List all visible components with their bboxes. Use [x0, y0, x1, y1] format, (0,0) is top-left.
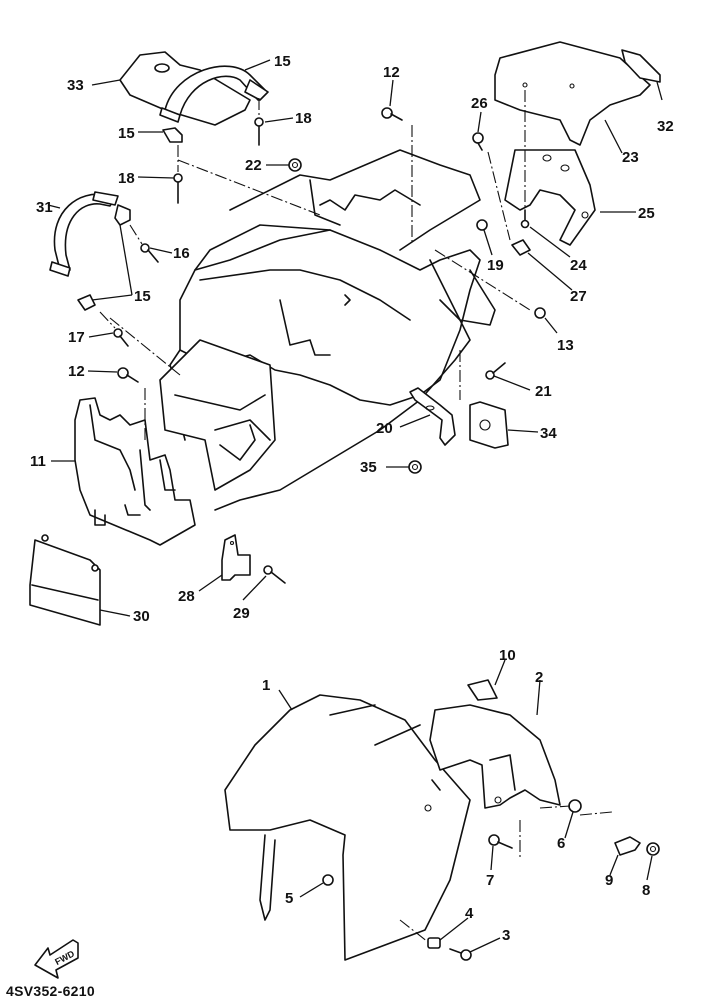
callout-15: 16: [173, 245, 190, 262]
part-26-bolt: [472, 132, 484, 151]
part-14-clips: [77, 204, 131, 311]
callout-labels: 33 15 18 15 18 22 12 31 16 15 17 12 11 3…: [30, 53, 674, 944]
callout-22: 22: [245, 157, 262, 174]
fwd-arrow-icon: FWD: [34, 939, 79, 979]
callout-20: 20: [376, 420, 393, 437]
part-12-bolt-a: [381, 107, 403, 121]
callout-5: 5: [285, 890, 293, 907]
part-24-screw: [520, 209, 530, 229]
part-22-nut: [288, 158, 302, 172]
part-9-clip: [614, 836, 641, 856]
part-16-clip: [162, 127, 183, 143]
callout-17: 15: [274, 53, 291, 70]
callout-4: 4: [465, 905, 474, 922]
part-12-bolt-b: [117, 367, 139, 383]
rear-fender: [169, 149, 496, 511]
part-20-bracket: [409, 387, 456, 446]
drawing-code: 4SV352-6210: [6, 983, 95, 999]
part-4-collar: [427, 937, 441, 949]
callout-12: 12: [68, 363, 85, 380]
part-17-strap: [159, 65, 269, 123]
callout-19: 19: [487, 257, 504, 274]
part-10-tab: [467, 679, 498, 701]
part-6-collar: [568, 799, 582, 813]
part-5-grommet: [322, 874, 334, 886]
part-32-tab: [621, 49, 661, 83]
part-2-inner-fender: [429, 704, 561, 809]
part-15-rivet-a: [140, 243, 159, 263]
callout-31: 31: [36, 199, 53, 216]
callout-26: 26: [471, 95, 488, 112]
callout-leaders: [47, 59, 663, 953]
callout-1: 1: [262, 677, 270, 694]
part-27-clip: [511, 239, 531, 256]
callout-34: 34: [540, 425, 557, 442]
callout-27: 27: [570, 288, 587, 305]
callout-3: 3: [502, 927, 510, 944]
part-18-rivet-a: [254, 117, 264, 146]
part-15-rivet-b: [113, 328, 129, 347]
callout-10: 10: [499, 647, 516, 664]
part-21-rivet: [485, 362, 506, 380]
callout-18: 18: [118, 170, 135, 187]
callout-11: 11: [30, 453, 46, 470]
callout-8: 8: [642, 882, 650, 899]
part-11-bracket-box: [74, 397, 196, 546]
callout-14: 15: [134, 288, 151, 305]
callout-16: 15: [118, 125, 135, 142]
callout-33: 33: [67, 77, 84, 94]
part-34-damper: [469, 401, 509, 449]
callout-25: 25: [638, 205, 655, 222]
part-19-grommet: [476, 219, 488, 231]
part-31-strap: [49, 191, 119, 277]
callout-12: 12: [383, 64, 400, 81]
callout-21: 21: [535, 383, 552, 400]
part-29-screw: [263, 565, 286, 584]
part-30-plate: [29, 534, 101, 626]
callout-15: 17: [68, 329, 85, 346]
callout-30: 30: [133, 608, 150, 625]
callout-23: 23: [622, 149, 639, 166]
part-18-rivet-b: [173, 173, 183, 204]
part-8-nut: [646, 842, 660, 856]
part-23-cover: [494, 41, 651, 146]
callout-35: 35: [360, 459, 377, 476]
part-13-nut: [534, 307, 546, 319]
callout-7: 7: [486, 872, 494, 889]
callout-24: 24: [570, 257, 587, 274]
callout-2: 2: [535, 669, 543, 686]
callout-13: 13: [557, 337, 574, 354]
battery-box: [159, 339, 276, 491]
part-25-bracket: [504, 149, 596, 246]
callout-9: 9: [605, 872, 613, 889]
part-35-nut: [408, 460, 422, 474]
part-28-bracket: [221, 534, 251, 581]
callout-18: 18: [295, 110, 312, 127]
callout-29: 29: [233, 605, 250, 622]
callout-6: 6: [557, 835, 565, 852]
part-1-front-fender: [224, 694, 471, 961]
callout-32: 32: [657, 118, 674, 135]
part-7-bolt: [488, 834, 513, 849]
callout-28: 28: [178, 588, 195, 605]
part-3-bolt: [449, 948, 472, 961]
